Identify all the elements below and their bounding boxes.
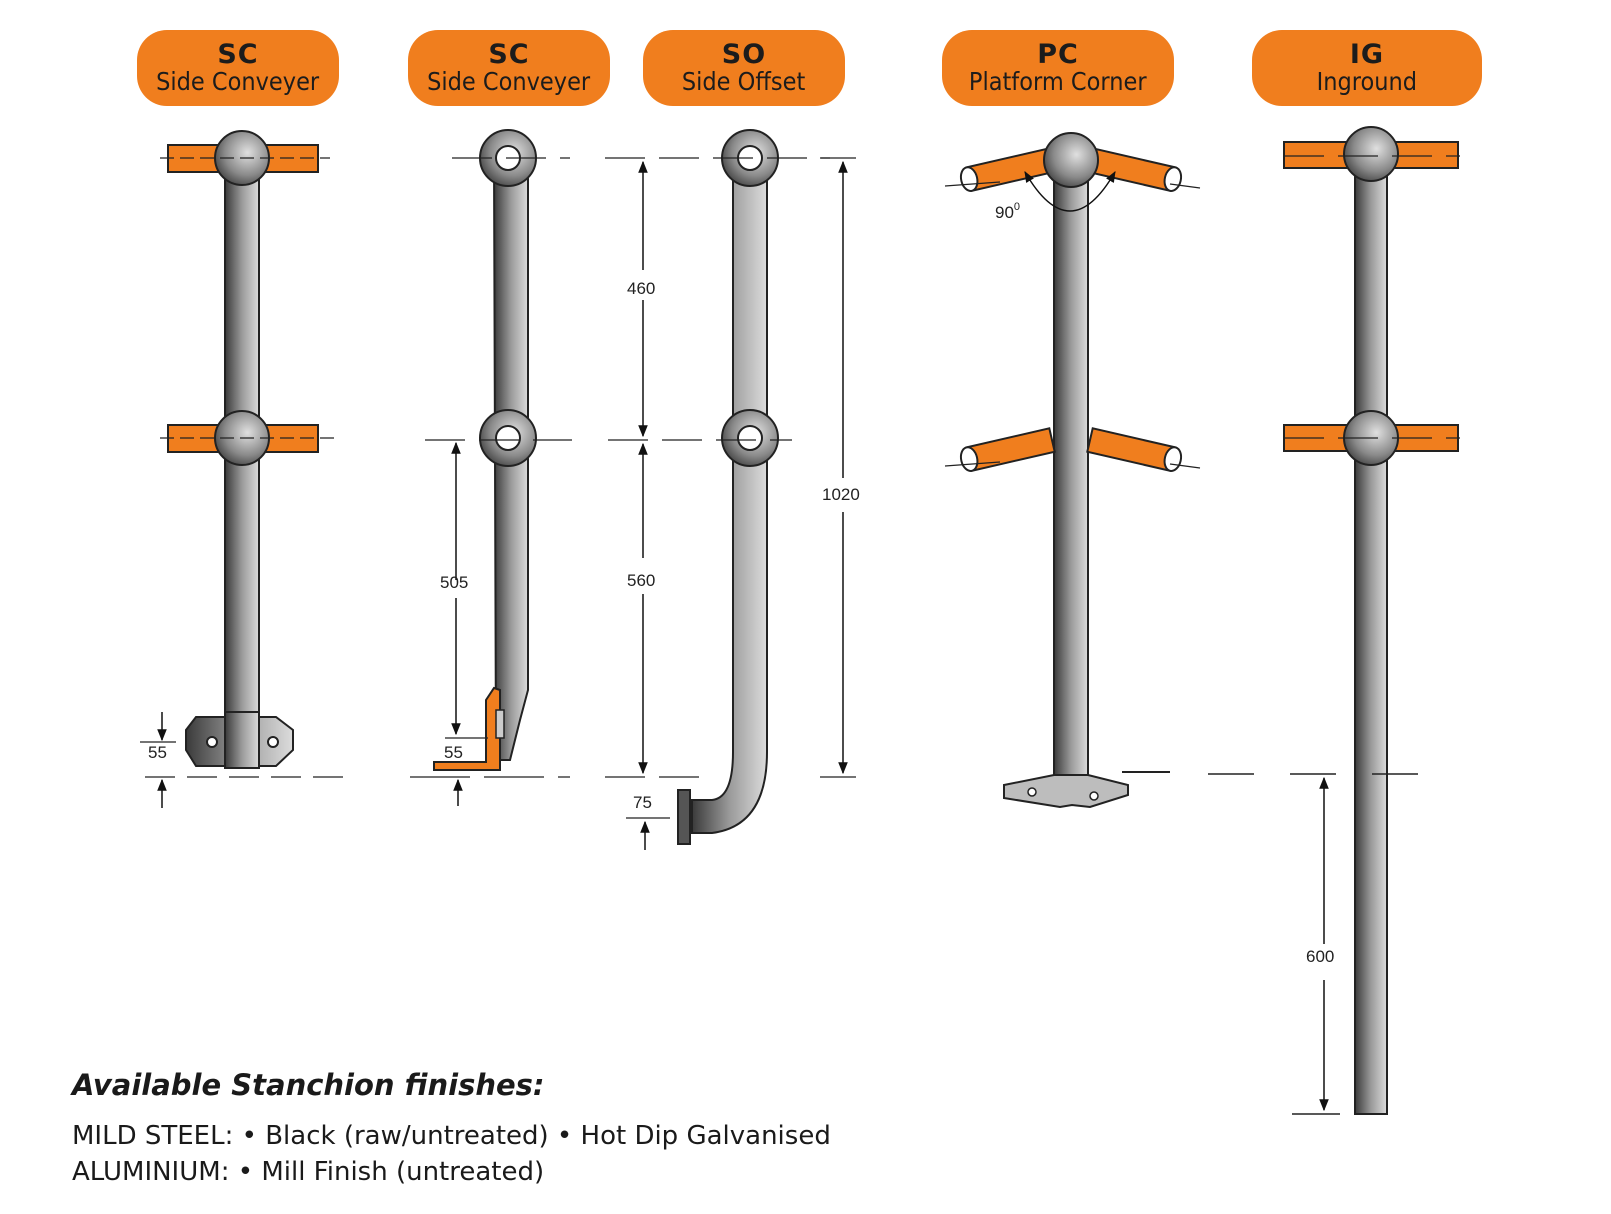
badge-ig-inground: IG Inground [1252,30,1482,106]
rail-stub [965,427,1056,473]
badge-name: Side Offset [682,67,806,97]
badge-name: Platform Corner [969,67,1147,97]
badge-so-side-offset: SO Side Offset [643,30,845,106]
rail-stub [1086,147,1177,193]
finishes-heading: Available Stanchion finishes: [72,1068,545,1102]
rail-stub [1283,141,1353,169]
dim-75: 75 [633,793,652,812]
badge-name: Side Conveyer [156,67,320,97]
badge-code: IG [1349,38,1385,70]
stanchion-sc-side-conveyer-1: 55 [140,130,345,808]
badge-sc-side-conveyer-1: SC Side Conveyer [137,30,339,106]
dim-angle: 900 [995,201,1020,222]
dim-side-55: 55 [444,743,463,762]
corner-base-plate [1003,774,1129,809]
dim-505: 505 [440,573,468,592]
badge-pc-platform-corner: PC Platform Corner [942,30,1174,106]
stanchion-ig-inground: 600 [1122,126,1460,1115]
rail-stub [1086,427,1177,473]
badge-name: Inground [1316,67,1418,97]
stanchion-pc-platform-corner: 900 [944,132,1201,809]
offset-plate [677,789,691,845]
rail-stub [1389,141,1459,169]
ball-fitting [1043,132,1099,188]
badge-code: SO [721,38,767,70]
dim-600: 600 [1306,947,1334,966]
dim-base-55: 55 [148,743,167,762]
dim-560: 560 [627,571,655,590]
badge-code: SC [217,38,259,70]
finish-line-aluminium: ALUMINIUM: • Mill Finish (untreated) [72,1157,545,1187]
side-bracket [433,686,501,771]
rail-stub [965,147,1056,193]
ball-fitting [1343,126,1399,182]
badge-code: SC [488,38,530,70]
badge-name: Side Conveyer [427,67,591,97]
bolt-hole [206,736,218,748]
dim-460: 460 [627,279,655,298]
dim-1020: 1020 [822,485,860,504]
stanchion-so-side-offset: 460 560 1020 75 [605,129,860,850]
badge-code: PC [1037,38,1079,70]
bolt-hole [267,736,279,748]
badge-sc-side-conveyer-2: SC Side Conveyer [408,30,610,106]
finish-line-mild-steel: MILD STEEL: • Black (raw/untreated) • Ho… [72,1121,831,1151]
stanchion-sc-side-conveyer-2: 505 55 [410,129,572,806]
finishes-section: Available Stanchion finishes: MILD STEEL… [72,1068,831,1190]
